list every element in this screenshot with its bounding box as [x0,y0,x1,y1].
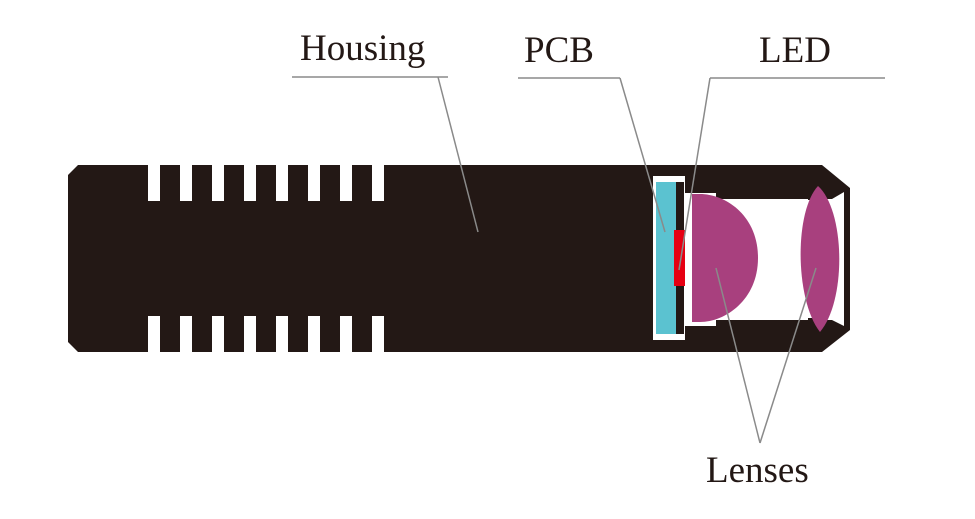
lens-retainer-bottom [808,318,818,334]
led-chip [674,230,685,286]
lens-plano-convex [692,194,758,322]
lens-biconvex [800,186,840,332]
lenses-leader-line-1 [715,267,761,444]
housing-label: Housing [300,28,425,69]
pcb-leader-line [619,77,666,233]
led-label: LED [759,30,831,71]
pcb-label: PCB [524,30,594,71]
lens-retainer-top [808,182,818,200]
lenses-leader-line-2 [759,267,817,444]
lenses-label: Lenses [706,450,809,491]
led-leader-line [678,77,711,271]
housing-leader-line [437,76,479,233]
pcb-board [656,182,676,334]
